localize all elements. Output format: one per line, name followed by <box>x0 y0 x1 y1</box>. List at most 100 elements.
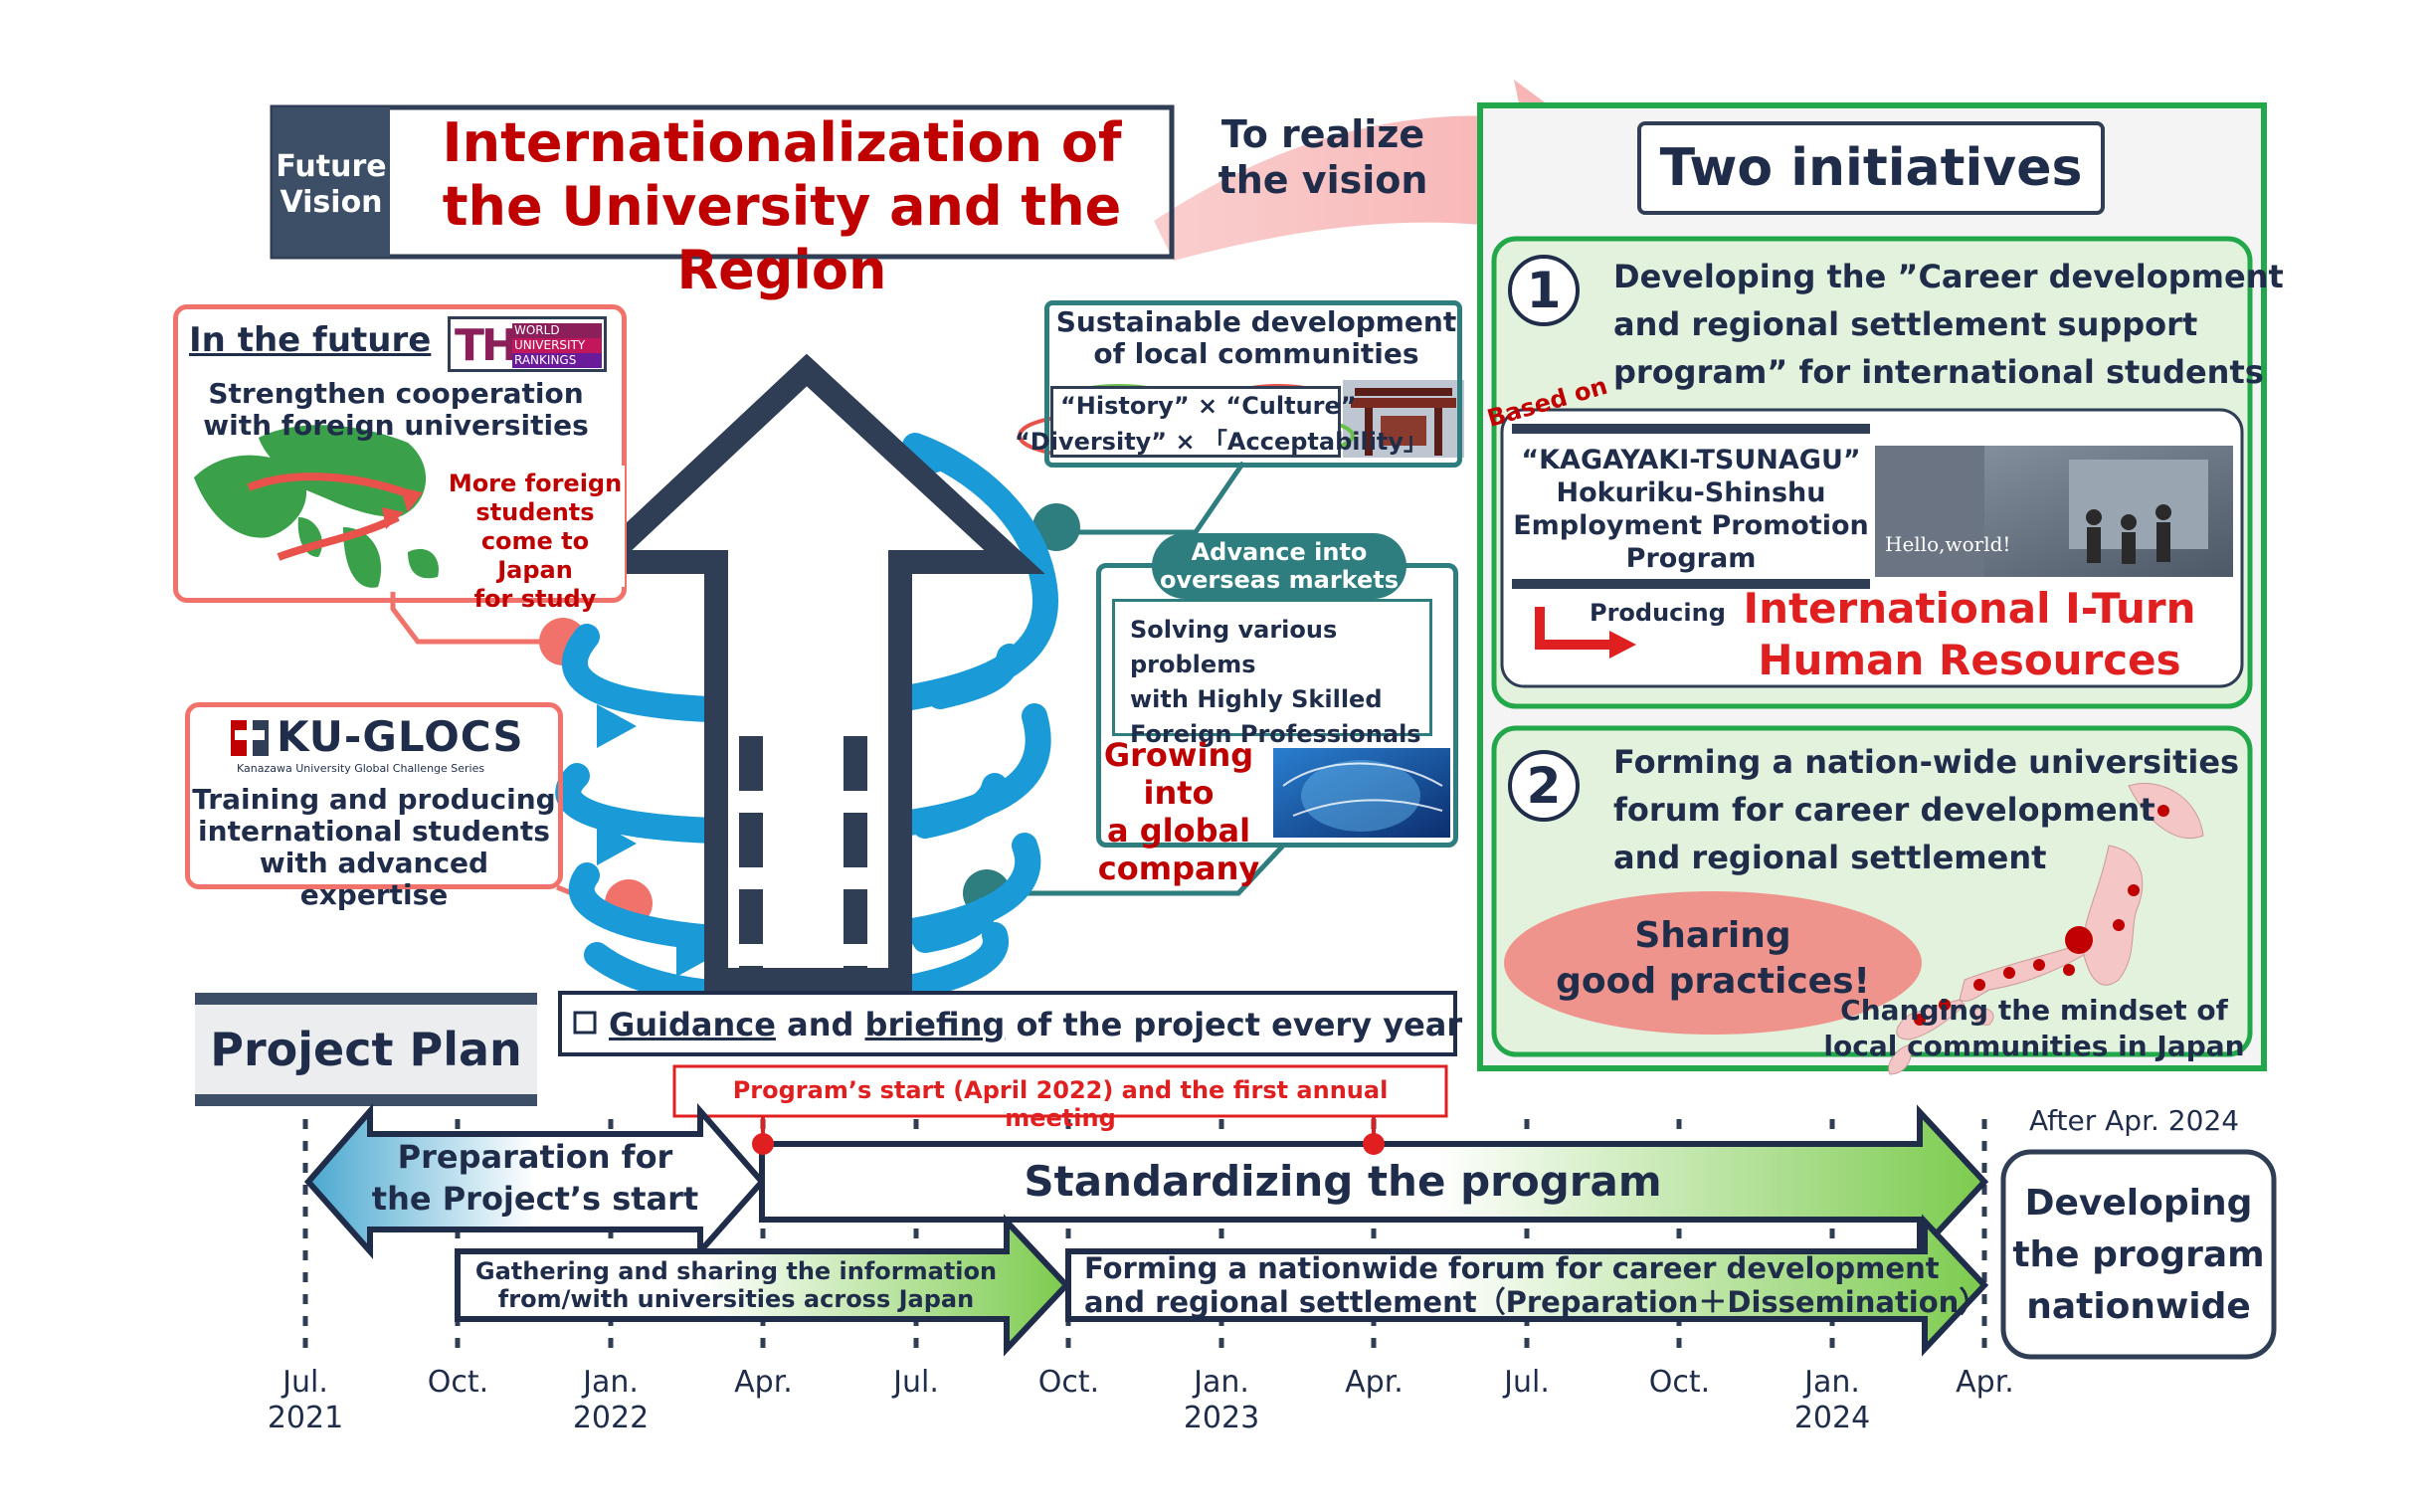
prep-line2: the Project’s start <box>371 1180 699 1218</box>
badge-line1: Advance into <box>1191 538 1368 566</box>
timeline-year-label: 2022 <box>572 1401 650 1435</box>
initiative-one-line1: Developing the ”Career development <box>1613 258 2284 295</box>
initiative-two-line3: and regional settlement <box>1613 839 2047 876</box>
foreign-line4: for study <box>473 585 597 613</box>
globe-photo <box>1273 748 1450 838</box>
forming-line1: Forming a nationwide forum for career de… <box>1084 1251 1940 1285</box>
timeline-month-label: Jan. <box>1194 1365 1249 1400</box>
overseas-text: Solving various problems with Highly Ski… <box>1130 613 1458 752</box>
growing-line2: a global <box>1106 812 1251 850</box>
growth-arrow-dashes <box>739 736 867 980</box>
students-photo <box>1875 446 2233 577</box>
forming-arrow <box>1065 1214 1989 1357</box>
future-vision-label-line2: Vision <box>280 185 383 220</box>
sustainable-box <box>1044 300 1462 468</box>
foreign-line3: come to Japan <box>480 527 590 584</box>
kagayaki-line1: “KAGAYAKI-TSUNAGU” <box>1521 445 1861 475</box>
future-line2: with foreign universities <box>203 409 589 442</box>
developing-line3: nationwide <box>2026 1286 2251 1327</box>
photo-caption: Hello,world! <box>1885 532 2011 556</box>
the-logo-words: WORLD UNIVERSITY RANKINGS <box>512 323 602 368</box>
badge-line2: overseas markets <box>1159 566 1400 594</box>
initiative-two-text: Forming a nation-wide universities forum… <box>1613 738 2250 881</box>
initiative-one-circle <box>1508 255 1580 326</box>
initiative-one-line3: program” for international students <box>1613 353 2264 391</box>
producing-label: Producing <box>1590 599 1726 627</box>
future-heading: In the future <box>189 320 432 360</box>
kagayaki-line4: Program <box>1625 543 1757 574</box>
project-plan-title: Project Plan <box>210 1023 522 1076</box>
iturn-line2: Human Resources <box>1758 636 2181 684</box>
the-logo-line3: RANKINGS <box>512 353 602 368</box>
to-realize-line2: the vision <box>1218 158 1428 202</box>
timeline-month-label: Jul. <box>282 1365 328 1400</box>
sustainable-connector <box>1056 461 1246 535</box>
gathering-line2: from/with universities across Japan <box>497 1285 975 1313</box>
future-text: Strengthen cooperation with foreign univ… <box>177 378 615 442</box>
producing-arrow <box>1535 607 1611 650</box>
timeline-month-label: Oct. <box>1648 1365 1711 1400</box>
foreign-line1: More foreign <box>448 470 623 497</box>
kagayaki-line2: Hokuriku-Shinshu <box>1556 477 1826 508</box>
briefing-word: briefing <box>864 1006 1006 1043</box>
program-start-markers <box>752 1116 1385 1155</box>
gate-photo <box>1343 380 1464 458</box>
guidance-bullet <box>573 1011 597 1035</box>
developing-nationwide-text: Developing the program nationwide <box>2007 1178 2270 1333</box>
timeline-month-label: Apr. <box>734 1365 793 1400</box>
vision-title: Internationalization of the University a… <box>394 111 1170 302</box>
overseas-line3: Foreign Professionals <box>1130 720 1421 748</box>
guidance-rest: of the project every year <box>1005 1006 1463 1043</box>
developing-line2: the program <box>2012 1234 2265 1275</box>
tag-culture: “Culture” <box>1225 392 1357 420</box>
sharing-line1: Sharing <box>1634 915 1791 956</box>
kagayaki-text: “KAGAYAKI-TSUNAGU” Hokuriku-Shinshu Empl… <box>1512 444 1870 575</box>
to-realize-label: To realize the vision <box>1194 111 1452 203</box>
standardizing-arrow <box>759 1104 1989 1259</box>
growing-text: Growing into a global company <box>1064 736 1293 887</box>
more-foreign-students: More foreign students come to Japan for … <box>446 466 625 613</box>
tags-row2: “Diversity” × 「Acceptability」 <box>1015 422 1427 457</box>
forming-text: Forming a nationwide forum for career de… <box>1084 1251 1987 1319</box>
prep-line1: Preparation for <box>397 1138 673 1176</box>
tag-diversity: “Diversity” <box>1015 428 1168 456</box>
overseas-line2: with Highly Skilled <box>1130 685 1383 713</box>
sustainable-line2: of local communities <box>1093 337 1419 370</box>
initiative-two-circle <box>1508 750 1580 822</box>
gathering-text: Gathering and sharing the information fr… <box>468 1257 1005 1313</box>
vision-title-line1: Internationalization of <box>442 111 1122 174</box>
kuglocs-logo-text: KU-GLOCS <box>277 712 524 761</box>
two-initiatives-title: Two initiatives <box>1637 121 2105 215</box>
program-start-label: Program’s start (April 2022) and the fir… <box>732 1076 1389 1132</box>
guidance-word: Guidance <box>609 1006 776 1043</box>
sharing-text: Sharing good practices! <box>1532 913 1894 1005</box>
future-box <box>173 304 627 603</box>
kuglocs-text: Training and producing international stu… <box>189 784 559 911</box>
tag-times1: × <box>1197 392 1218 420</box>
kuglocs-line1: Training and producing <box>192 783 556 816</box>
future-vision-label-line1: Future <box>276 149 387 184</box>
initiative-two-line1: Forming a nation-wide universities <box>1613 743 2240 781</box>
sharing-line2: good practices! <box>1556 961 1870 1002</box>
timeline-month-label: Jan. <box>1804 1365 1860 1400</box>
sharing-ellipse <box>1504 891 1922 1035</box>
kuglocs-line2: international students <box>198 815 550 848</box>
kagayaki-bar-top <box>1512 424 1870 434</box>
mindset-line2: local communities in Japan <box>1823 1030 2245 1062</box>
tag-history: “History” <box>1060 392 1190 420</box>
tag-acceptability: 「Acceptability」 <box>1203 428 1428 456</box>
overseas-connector <box>987 844 1285 896</box>
kagayaki-line3: Employment Promotion <box>1513 510 1869 541</box>
kuglocs-logo-mark <box>231 720 269 756</box>
and-word: and <box>775 1006 865 1043</box>
preparation-text: Preparation for the Project’s start <box>368 1136 702 1220</box>
timeline-month-label: Apr. <box>1956 1365 2014 1400</box>
iturn-line1: International I-Turn <box>1743 584 2196 633</box>
future-vision-label-bg <box>273 107 390 257</box>
vision-title-line2: the University and the Region <box>442 175 1122 301</box>
gathering-line1: Gathering and sharing the information <box>474 1257 998 1285</box>
growing-line3: company <box>1097 850 1260 887</box>
developing-line1: Developing <box>2024 1183 2253 1224</box>
